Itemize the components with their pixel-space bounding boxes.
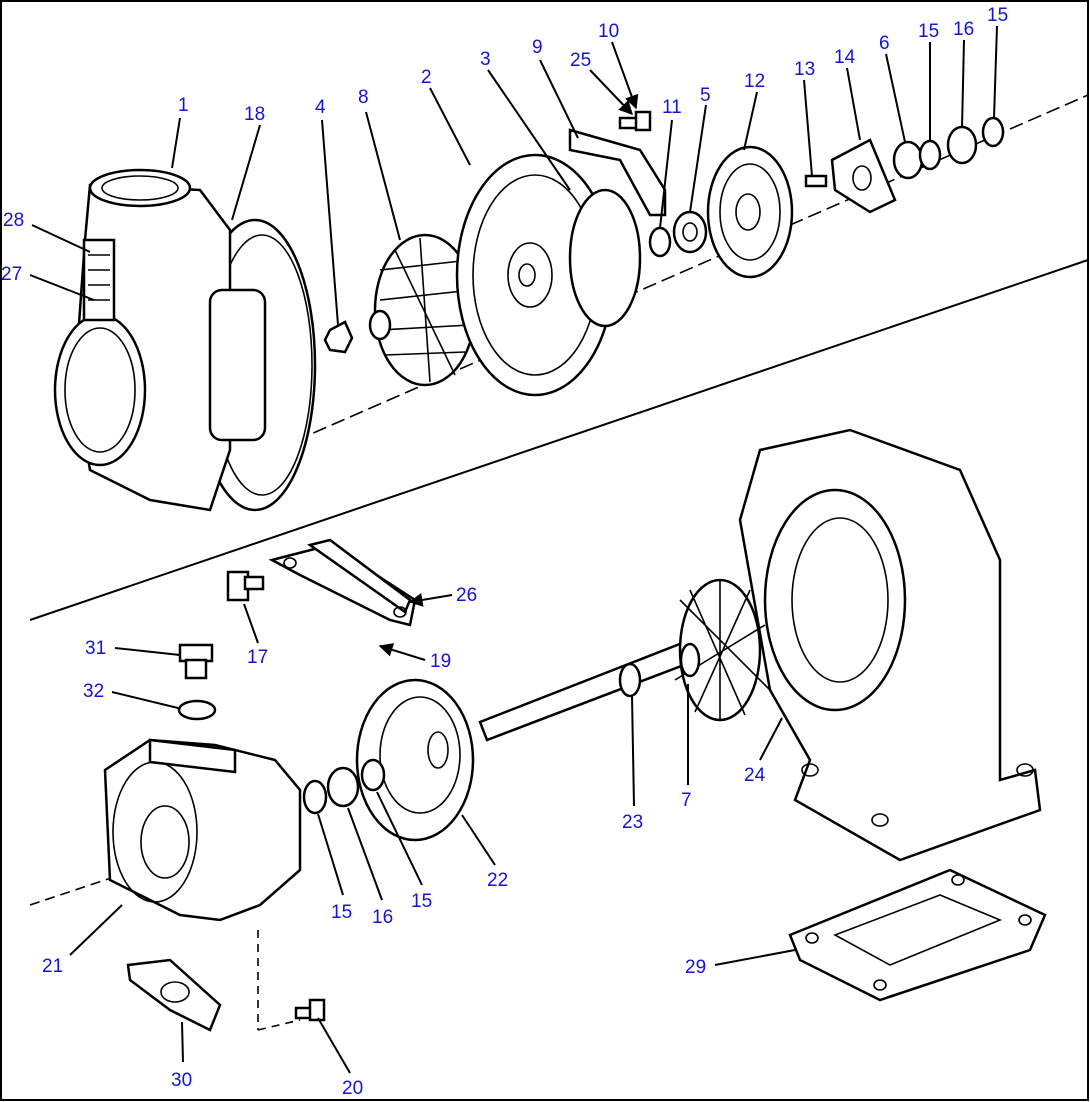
insert-part-12 (706, 145, 794, 279)
heat-shield (355, 678, 475, 842)
callout-10: 10 (598, 21, 619, 42)
plate-part-9 (568, 128, 667, 217)
callout-27: 27 (1, 264, 22, 285)
center-housing (103, 738, 302, 922)
callout-3: 3 (480, 49, 491, 70)
callout-29: 29 (685, 957, 706, 978)
piston-ring-part-23 (618, 662, 642, 698)
callout-26: 26 (456, 585, 477, 606)
callout-24: 24 (744, 765, 766, 786)
callout-25: 25 (570, 50, 591, 71)
nut-part-4 (323, 320, 354, 354)
callout-4: 4 (315, 97, 326, 118)
callout-15b: 15 (987, 5, 1008, 26)
callout-12: 12 (744, 71, 765, 92)
callout-21: 21 (42, 956, 63, 977)
callout-8: 8 (358, 87, 369, 108)
callout-15: 15 (918, 21, 939, 42)
bolt-axis-line-2 (257, 1019, 301, 1031)
callout-16b: 16 (372, 907, 393, 928)
thrust-plate-part-14 (830, 138, 897, 214)
callout-18: 18 (244, 104, 265, 125)
callout-1: 1 (178, 95, 189, 116)
callout-20: 20 (342, 1078, 363, 1099)
callout-9: 9 (532, 37, 543, 58)
lower-axis-line (29, 874, 121, 906)
separator-line (29, 259, 1089, 621)
ring-part-6 (892, 140, 924, 180)
seal-ring-part-3 (568, 188, 642, 328)
bolt-part-17 (226, 570, 265, 602)
callout-15c: 15 (331, 902, 352, 923)
bearing-part-16b (326, 766, 360, 808)
callout-31: 31 (85, 638, 106, 659)
turbine-shaft-wheel (478, 578, 771, 742)
leader-lines (29, 25, 998, 1074)
callout-28: 28 (3, 210, 24, 231)
callout-13: 13 (794, 59, 815, 80)
callout-labels: 1 18 4 8 2 3 9 25 10 11 5 12 13 14 6 15 … (1, 5, 1008, 1099)
lock-plates (268, 538, 417, 627)
callout-11: 11 (662, 97, 682, 118)
retaining-ring-part-15a (918, 139, 942, 171)
compressor-housing (53, 168, 317, 512)
callout-32: 32 (83, 681, 104, 702)
screw-part-13 (804, 174, 828, 188)
o-ring-part-11 (648, 226, 672, 258)
gasket-part-29 (788, 868, 1047, 1002)
callout-19: 19 (430, 651, 451, 672)
callout-16: 16 (953, 19, 974, 40)
turbine-housing (738, 428, 1042, 862)
bearing-part-16 (946, 125, 978, 165)
callout-22: 22 (487, 870, 508, 891)
plug-part-31 (178, 643, 214, 680)
callout-23: 23 (622, 812, 643, 833)
callout-30: 30 (171, 1070, 192, 1091)
retaining-ring-part-15b (981, 116, 1005, 148)
compressor-wheel (368, 233, 477, 387)
callout-15d: 15 (411, 891, 432, 912)
bolt-part-20 (294, 998, 326, 1022)
callout-14: 14 (834, 47, 856, 68)
callout-2: 2 (421, 67, 432, 88)
callout-7: 7 (681, 790, 692, 811)
collar-part-5 (672, 210, 708, 254)
upper-axis-line (239, 94, 1089, 466)
retaining-ring-part-15d (360, 758, 386, 792)
washer-part-32 (177, 699, 217, 721)
screw-part-25 (618, 110, 652, 132)
callout-5: 5 (700, 85, 711, 106)
callout-17: 17 (247, 647, 268, 668)
retaining-ring-part-15c (302, 779, 328, 815)
oil-gasket-part-30 (126, 958, 222, 1032)
callout-6: 6 (879, 33, 890, 54)
